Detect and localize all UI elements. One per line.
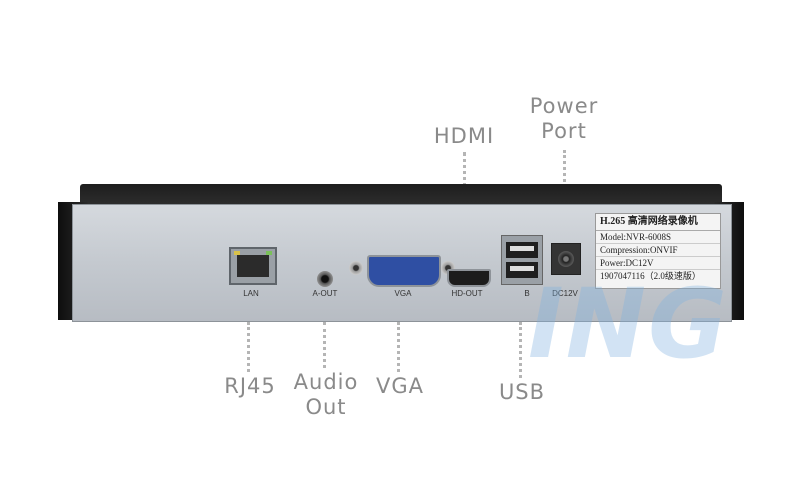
dc-power-jack: [551, 243, 581, 275]
sticker-model: Model:NVR-6008S: [596, 231, 720, 244]
rear-panel: LAN A-OUT VGA HD-OUT B DC12V H.265 高清网络录…: [72, 204, 732, 322]
rj45-callout: RJ45: [212, 374, 288, 399]
usb-slot-upper: [506, 242, 538, 258]
nvr-device: LAN A-OUT VGA HD-OUT B DC12V H.265 高清网络录…: [58, 184, 744, 322]
rj45-callout-text: RJ45: [224, 374, 276, 398]
audio-out-callout-line2: Out: [305, 395, 347, 419]
audio-out-leader: [323, 322, 326, 368]
lan-port: [229, 247, 277, 285]
spec-sticker: H.265 高清网络录像机 Model:NVR-6008S Compressio…: [595, 213, 721, 289]
vga-port: [349, 255, 459, 287]
usb-callout-text: USB: [498, 380, 546, 404]
usb-slot-lower: [506, 262, 538, 278]
power-port-callout-line2: Port: [541, 119, 587, 143]
rj45-leader: [247, 322, 250, 372]
sticker-compression: Compression:ONVIF: [596, 244, 720, 257]
brand-watermark: ING: [528, 268, 729, 380]
hdmi-port: [447, 269, 491, 287]
audio-out-callout-line1: Audio: [293, 370, 359, 394]
hdmi-callout: HDMI: [426, 124, 502, 149]
vga-connector: [367, 255, 441, 287]
lan-led-yellow: [234, 251, 240, 255]
hdmi-callout-text: HDMI: [433, 124, 495, 148]
lan-led-green: [266, 251, 272, 255]
vga-callout: VGA: [362, 374, 438, 399]
a-out-label: A-OUT: [312, 289, 338, 298]
lan-port-socket: [237, 255, 269, 277]
dc12v-label: DC12V: [552, 289, 578, 298]
vga-callout-text: VGA: [375, 374, 424, 398]
usb-ports: [501, 235, 543, 285]
power-port-callout-line1: Power: [529, 94, 599, 118]
hd-out-label: HD-OUT: [451, 289, 483, 298]
power-port-callout: Power Port: [522, 94, 606, 144]
audio-out-jack: [317, 271, 333, 287]
vga-leader: [397, 322, 400, 372]
lan-label: LAN: [243, 289, 259, 298]
vga-port-label: VGA: [394, 289, 412, 298]
sticker-serial: 1907047116（2.0级速版）: [600, 271, 701, 281]
audio-out-callout: Audio Out: [286, 370, 366, 420]
usb-leader: [519, 322, 522, 378]
usb-port-label: B: [524, 289, 530, 298]
vga-screw-left: [349, 261, 363, 275]
sticker-header: H.265 高清网络录像机: [596, 214, 720, 231]
sticker-power: Power:DC12V: [596, 257, 720, 270]
usb-callout: USB: [484, 380, 560, 405]
device-top-cover: [80, 184, 722, 206]
